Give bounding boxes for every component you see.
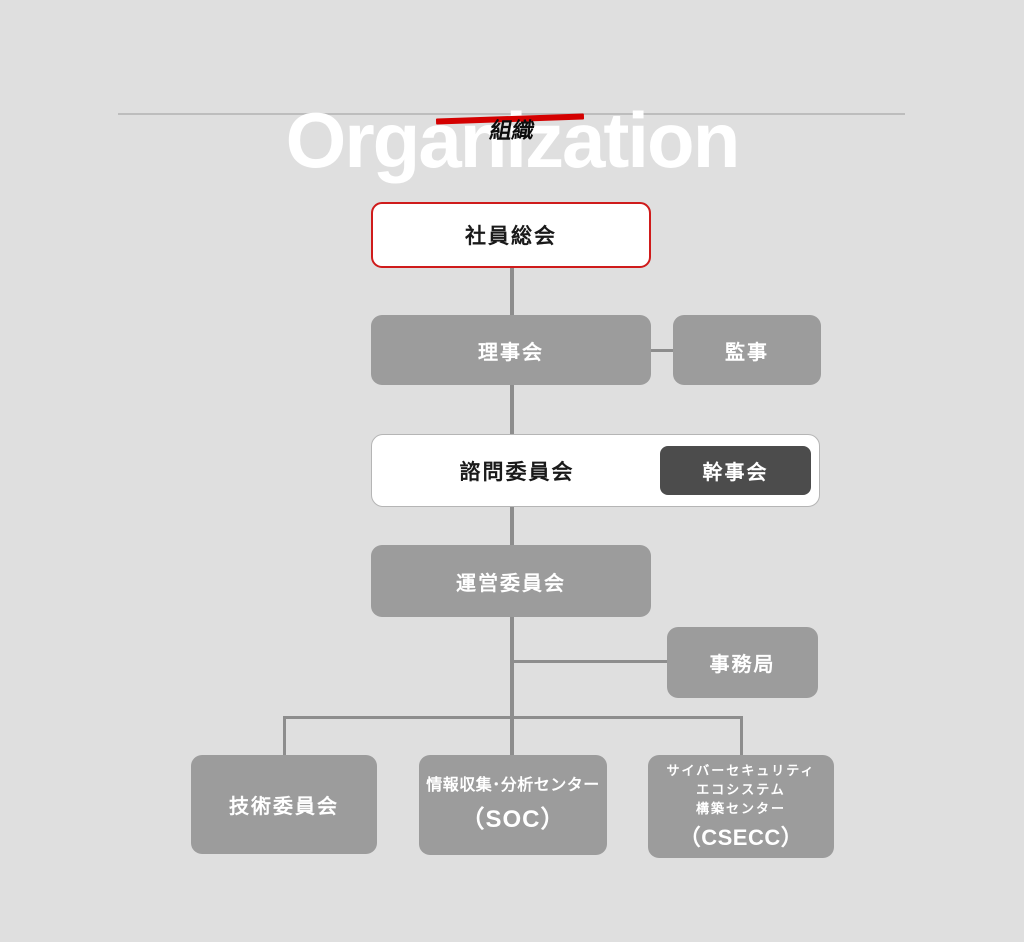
node-steering-label: 幹事会 <box>702 462 769 484</box>
connector-management-to-branch <box>510 617 514 718</box>
connector-board-to-auditor <box>651 349 673 352</box>
connector-branch-to-soc <box>510 716 514 755</box>
page-title: Organization <box>285 96 741 185</box>
node-secretariat: 事務局 <box>667 627 818 698</box>
node-soc-center: 情報収集･分析センター （SOC） <box>419 755 607 855</box>
connector-branch-to-csecc <box>740 716 743 755</box>
node-secretariat-label: 事務局 <box>709 654 776 676</box>
node-auditor: 監事 <box>673 315 821 385</box>
connector-advisory-to-management <box>510 507 514 545</box>
page-subtitle-text: 組織 <box>487 118 537 143</box>
node-csecc-label-line2: エコシステム <box>696 782 786 797</box>
node-general-meeting-label: 社員総会 <box>465 225 557 248</box>
node-technical-committee: 技術委員会 <box>191 755 377 854</box>
node-technical-label: 技術委員会 <box>229 796 339 818</box>
connector-board-to-advisory <box>510 385 514 434</box>
node-management-committee: 運営委員会 <box>371 545 651 617</box>
node-board-of-directors: 理事会 <box>371 315 651 385</box>
node-advisory-committee: 諮問委員会 幹事会 <box>371 434 820 507</box>
node-board-label: 理事会 <box>478 341 544 364</box>
node-advisory-label: 諮問委員会 <box>459 460 575 484</box>
node-auditor-label: 監事 <box>725 341 769 364</box>
node-soc-label-line2: （SOC） <box>460 805 566 833</box>
node-general-meeting: 社員総会 <box>371 202 651 268</box>
connector-to-secretariat <box>514 660 667 663</box>
header-divider-line <box>118 113 905 115</box>
node-csecc-label-line4: （CSECC） <box>678 825 804 850</box>
node-csecc-label-line1: サイバーセキュリティ <box>666 763 816 778</box>
node-soc-label-line1: 情報収集･分析センター <box>426 777 600 795</box>
connector-general-meeting-to-board <box>510 268 514 315</box>
page-subtitle: 組織 <box>0 118 1024 143</box>
node-csecc-center: サイバーセキュリティ エコシステム 構築センター （CSECC） <box>648 755 834 858</box>
node-management-label: 運営委員会 <box>456 572 566 595</box>
connector-branch-to-technical <box>283 716 286 755</box>
node-steering-committee: 幹事会 <box>660 446 811 495</box>
node-csecc-label-line3: 構築センター <box>695 801 786 816</box>
